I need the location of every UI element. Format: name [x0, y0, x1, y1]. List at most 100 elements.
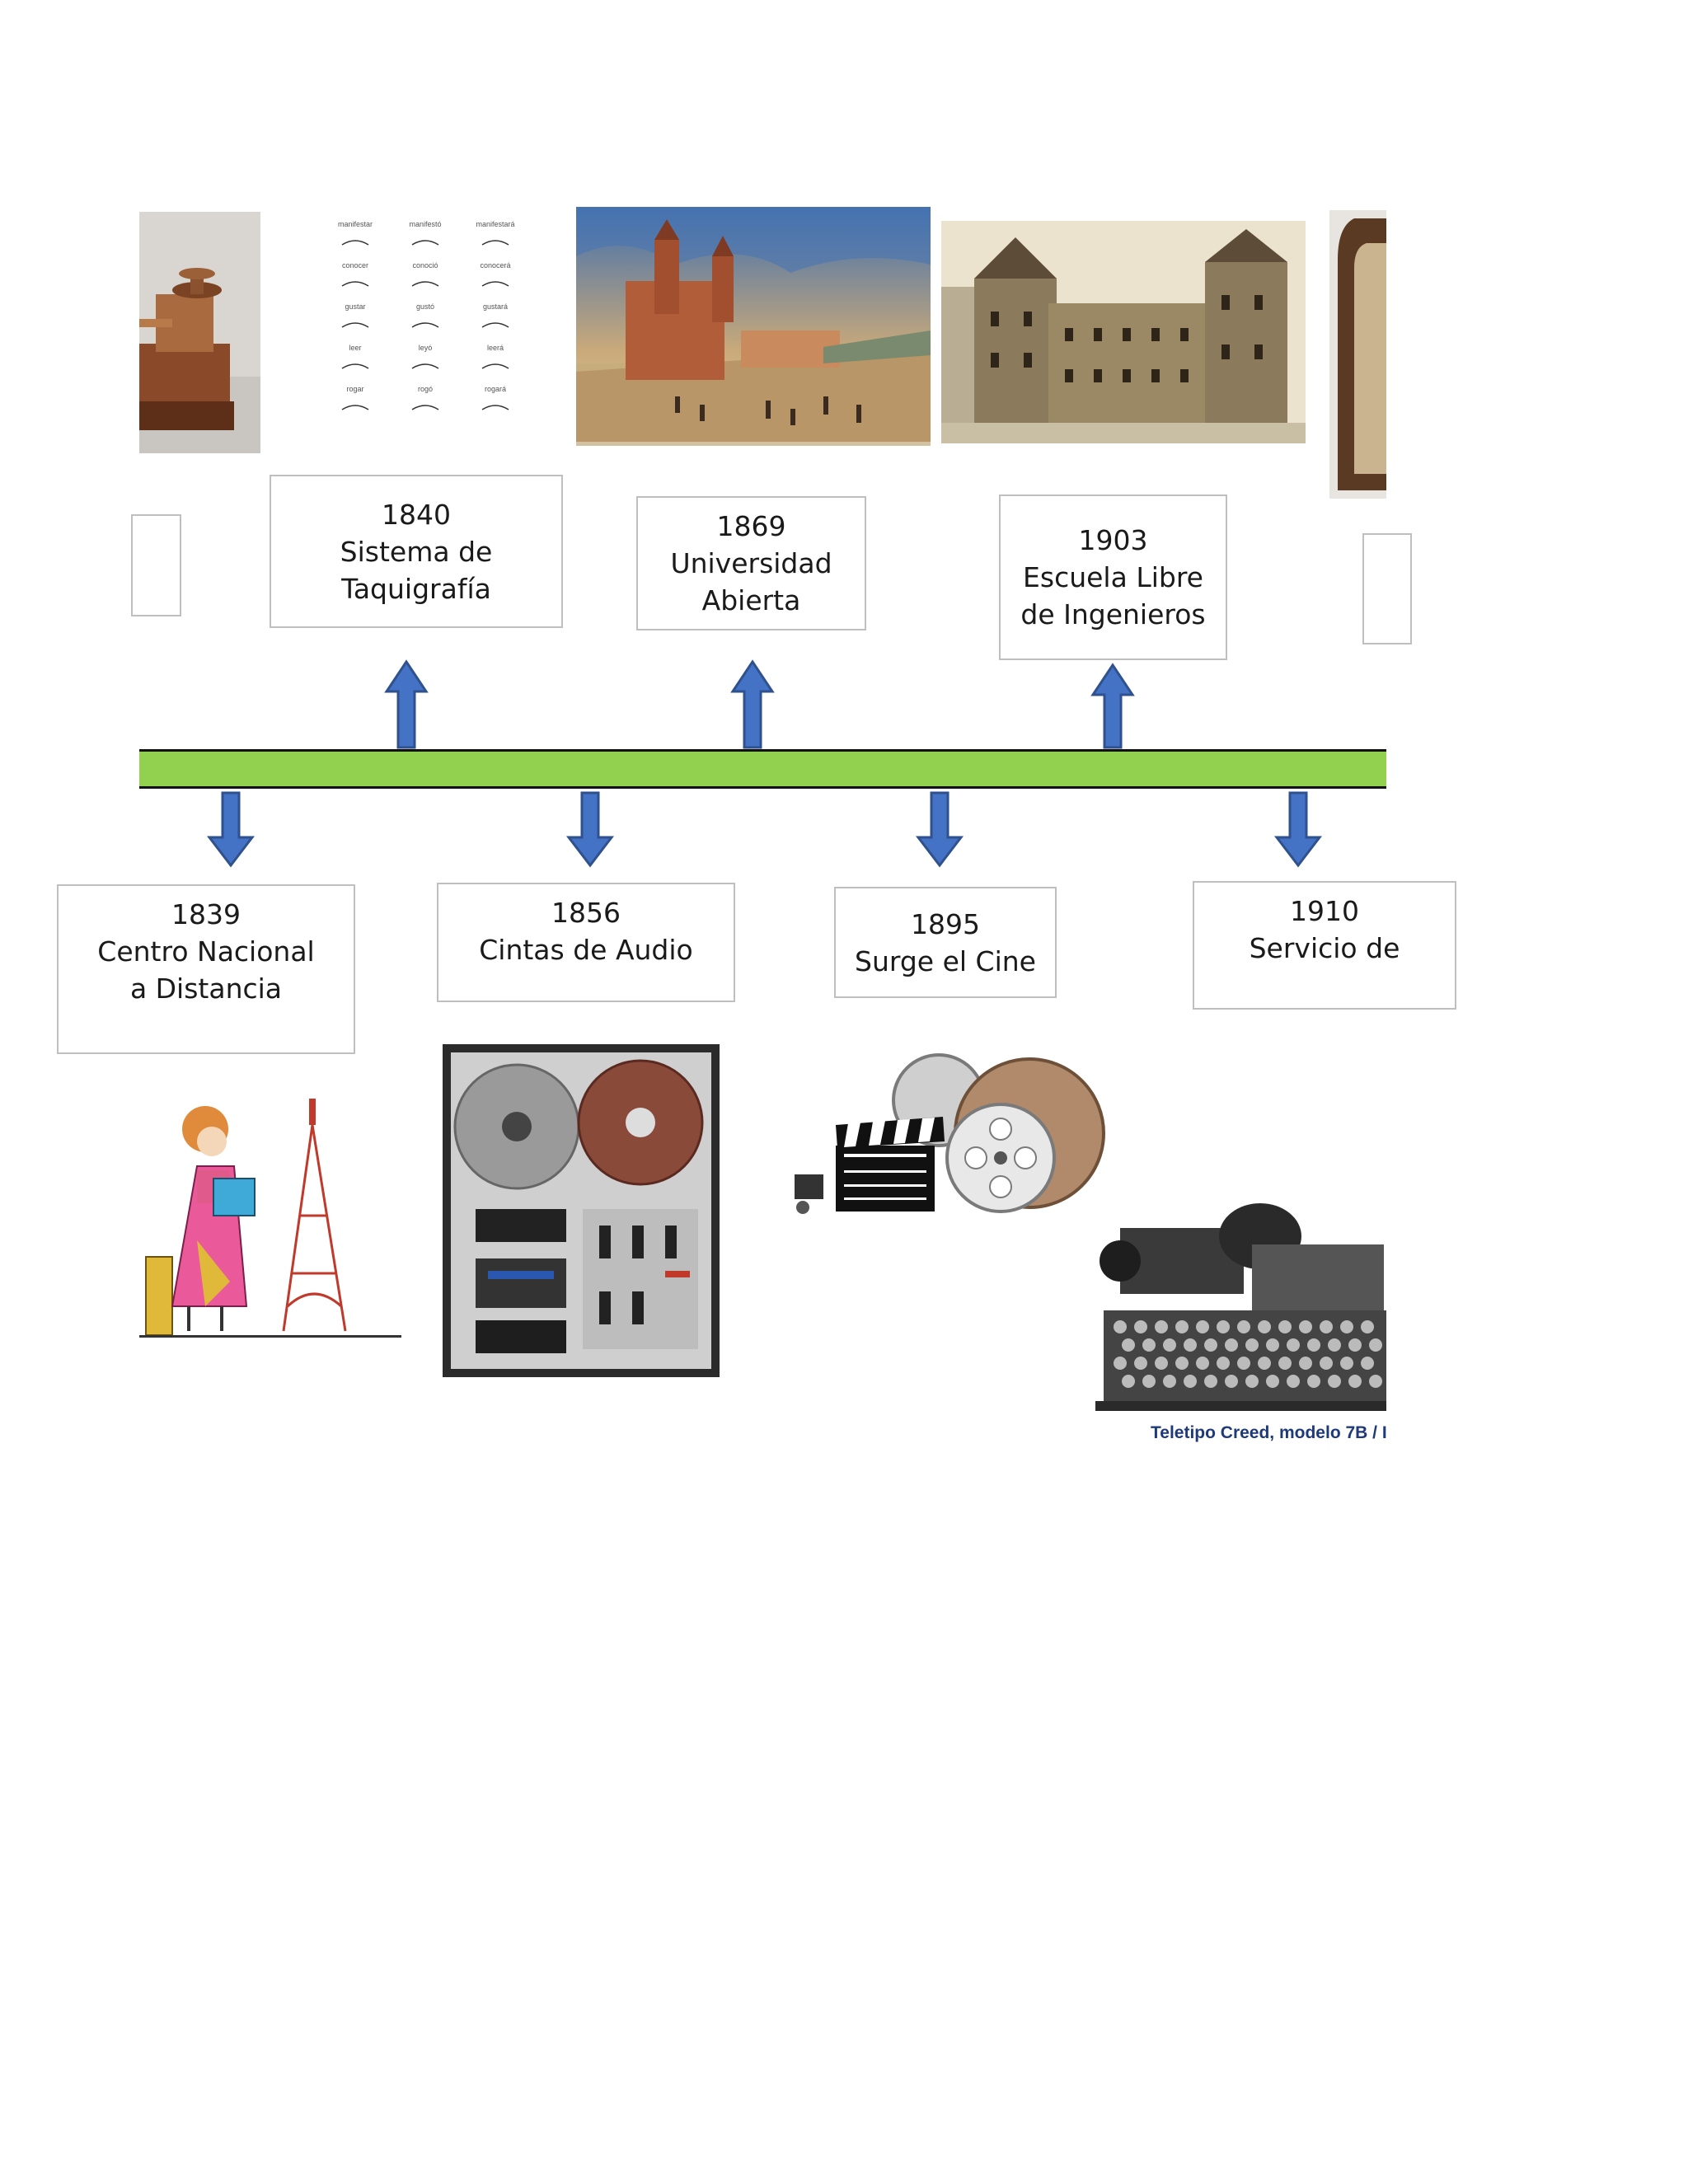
- event-box-1869: 1869 Universidad Abierta: [636, 496, 866, 630]
- shorthand-word: rogará: [485, 385, 506, 393]
- event-year: 1910: [1290, 895, 1359, 927]
- teletype-key: [1258, 1357, 1271, 1370]
- teletype-key: [1122, 1375, 1135, 1388]
- teletype-key: [1225, 1375, 1238, 1388]
- event-year: 1895: [911, 907, 980, 940]
- shorthand-word: gustó: [416, 302, 434, 311]
- teletype-key: [1175, 1320, 1189, 1333]
- teletype-key: [1369, 1375, 1382, 1388]
- shorthand-stroke: [411, 240, 439, 246]
- teletype-key: [1225, 1338, 1238, 1352]
- teletype-key: [1163, 1375, 1176, 1388]
- shorthand-word: gustará: [483, 302, 508, 311]
- shorthand-word: leer: [349, 344, 361, 352]
- shorthand-stroke: [341, 240, 369, 246]
- shorthand-word: conoció: [412, 261, 438, 269]
- teletype-key: [1369, 1338, 1382, 1352]
- shorthand-stroke: [411, 405, 439, 410]
- teletype-machine-image: [1095, 1187, 1386, 1418]
- teletype-key: [1278, 1357, 1292, 1370]
- teletype-key: [1204, 1375, 1217, 1388]
- engineering-school-image: [941, 221, 1306, 443]
- up-arrow: [1090, 663, 1135, 749]
- event-box-1903: 1903 Escuela Libre de Ingenieros: [999, 494, 1227, 660]
- event-text-line: a Distancia: [129, 972, 283, 1005]
- shorthand-stroke: [481, 405, 509, 410]
- teletype-key: [1307, 1338, 1320, 1352]
- teletype-key: [1122, 1338, 1135, 1352]
- teletype-key: [1114, 1357, 1127, 1370]
- up-arrow: [730, 659, 775, 749]
- shorthand-word: leerá: [487, 344, 504, 352]
- film-reels-clapboard-image: [786, 1051, 1112, 1228]
- teletype-key: [1299, 1320, 1312, 1333]
- teletype-key: [1142, 1375, 1156, 1388]
- teletype-key: [1328, 1338, 1341, 1352]
- event-text-line: Servicio de: [1249, 932, 1400, 964]
- radio-image: [1329, 210, 1386, 499]
- event-text-line: Universidad: [670, 547, 832, 579]
- shorthand-word: manifestará: [476, 220, 514, 228]
- shorthand-word: conocerá: [480, 261, 510, 269]
- shorthand-stroke: [481, 281, 509, 287]
- teletype-key: [1142, 1338, 1156, 1352]
- teletype-key: [1307, 1375, 1320, 1388]
- teletype-key: [1217, 1320, 1230, 1333]
- event-box-1895: 1895 Surge el Cine: [834, 887, 1057, 998]
- teletype-key: [1134, 1357, 1147, 1370]
- teletype-key: [1299, 1357, 1312, 1370]
- shorthand-stroke: [481, 240, 509, 246]
- event-year: 1839: [171, 898, 241, 930]
- event-text-line: Taquigrafía: [341, 572, 491, 605]
- reading-girl-eiffel-image: [139, 1092, 401, 1339]
- teletype-key: [1184, 1338, 1197, 1352]
- teletype-key: [1196, 1357, 1209, 1370]
- shorthand-word: conocer: [342, 261, 368, 269]
- down-arrow: [565, 791, 615, 868]
- teletype-key: [1237, 1320, 1250, 1333]
- teletype-key: [1155, 1320, 1168, 1333]
- shorthand-word: rogó: [418, 385, 433, 393]
- shorthand-word: leyó: [419, 344, 433, 352]
- teletype-key: [1320, 1357, 1333, 1370]
- teletype-key: [1266, 1338, 1279, 1352]
- teletype-key: [1114, 1320, 1127, 1333]
- teletype-key: [1340, 1357, 1353, 1370]
- teletype-key: [1204, 1338, 1217, 1352]
- teletype-key: [1278, 1320, 1292, 1333]
- event-text-line: Escuela Libre: [1023, 561, 1203, 593]
- teletype-key: [1245, 1338, 1259, 1352]
- event-box-1839: 1839 Centro Nacional a Distancia: [57, 884, 355, 1054]
- event-text-line: de Ingenieros: [1020, 598, 1206, 630]
- shorthand-stroke: [341, 405, 369, 410]
- teletype-key: [1348, 1338, 1362, 1352]
- teletype-key: [1245, 1375, 1259, 1388]
- teletype-key: [1163, 1338, 1176, 1352]
- event-year: 1903: [1078, 524, 1148, 556]
- event-box-1856: 1856 Cintas de Audio: [437, 883, 735, 1002]
- event-year: 1869: [716, 510, 786, 542]
- tape-recorder-image: [443, 1044, 720, 1377]
- event-text-line: Centro Nacional: [97, 935, 315, 968]
- university-painting-image: [576, 207, 931, 446]
- shorthand-word: manifestar: [338, 220, 373, 228]
- teletype-key: [1184, 1375, 1197, 1388]
- teletype-key: [1320, 1320, 1333, 1333]
- teletype-key: [1155, 1357, 1168, 1370]
- up-arrow: [384, 659, 429, 749]
- teletype-key: [1328, 1375, 1341, 1388]
- teletype-key: [1287, 1375, 1300, 1388]
- event-box-top-4: [1362, 533, 1412, 644]
- event-year: 1840: [382, 498, 451, 531]
- teletype-key: [1361, 1357, 1374, 1370]
- shorthand-stroke: [481, 363, 509, 369]
- down-arrow: [915, 791, 964, 868]
- shorthand-stroke: [411, 322, 439, 328]
- teletype-key: [1237, 1357, 1250, 1370]
- teletype-key: [1287, 1338, 1300, 1352]
- timeline-bar: [139, 749, 1386, 789]
- event-text-line: Cintas de Audio: [479, 934, 693, 966]
- shorthand-stroke: [341, 281, 369, 287]
- teletype-key: [1266, 1375, 1279, 1388]
